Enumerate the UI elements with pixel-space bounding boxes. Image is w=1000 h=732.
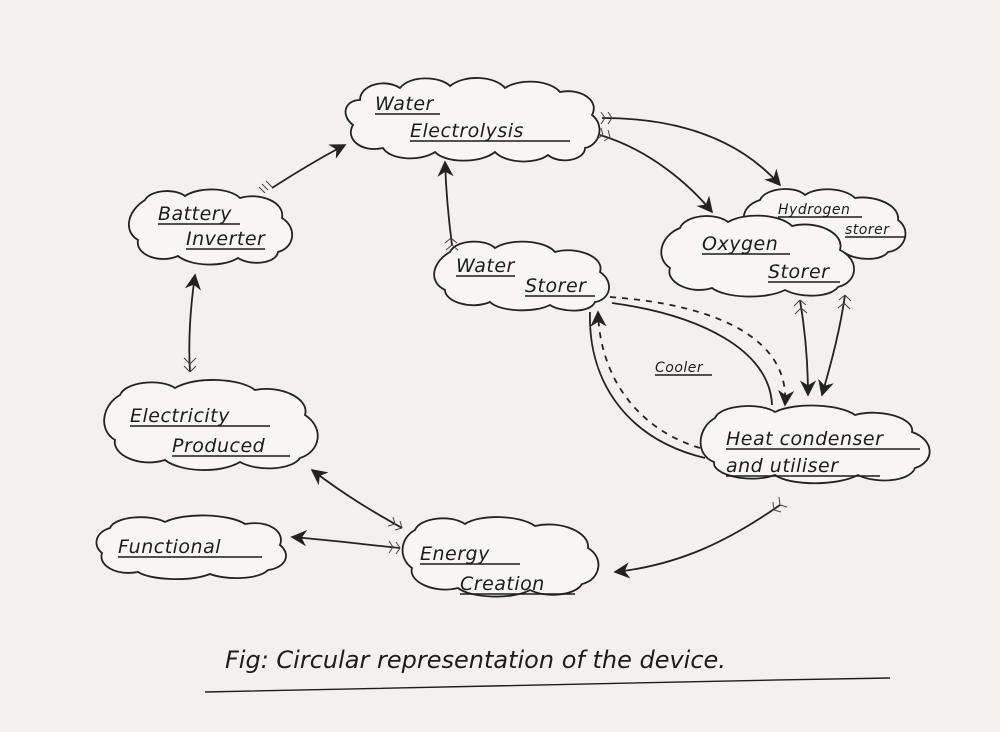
energy-creation-label-2: Creation — [460, 573, 545, 595]
battery-inverter-label-1: Battery — [158, 203, 232, 225]
arrow-feather — [388, 540, 401, 555]
arrow-feather — [444, 237, 459, 251]
figure-caption: Fig: Circular representation of the devi… — [225, 646, 726, 674]
arrow-electrolysis-to-hydrogen — [601, 117, 782, 187]
water-electrolysis-label-1: Water — [375, 93, 435, 115]
caption-underline — [204, 677, 891, 693]
arrow-feather — [772, 496, 788, 513]
arrow-energy-to-functional — [290, 530, 401, 549]
water-electrolysis-label-2: Electrolysis — [410, 120, 524, 142]
arrow-feather — [258, 180, 273, 194]
arrow-feather — [837, 294, 852, 310]
arrow-waterstorer-to-electrolysis — [437, 160, 454, 246]
arrow-energy-to-electricity — [310, 469, 403, 529]
arrow-feather — [793, 299, 808, 315]
arrow-feather — [596, 127, 611, 142]
arrow-cooler-return — [590, 310, 701, 449]
arrow-electrolysis-to-oxygen — [599, 134, 714, 214]
electricity-produced-label-2: Produced — [172, 435, 266, 457]
arrow-oxygen-to-heat — [799, 299, 817, 397]
heat-condenser-label-2: and utiliser — [726, 455, 839, 477]
heat-condenser-cloud — [699, 404, 931, 485]
water-storer-label-1: Water — [456, 255, 516, 277]
cooler-pipe-outer — [611, 302, 773, 406]
arrow-battery-to-electrolysis — [271, 144, 347, 189]
functional-cloud — [95, 514, 287, 580]
water-storer-cloud — [433, 240, 610, 312]
arrow-heat-to-energy — [613, 504, 781, 579]
battery-inverter-cloud — [128, 188, 293, 266]
arrow-electricity-to-battery — [184, 273, 201, 373]
functional-label: Functional — [118, 536, 221, 558]
oxygen-storer-cloud — [660, 214, 855, 298]
energy-creation-cloud — [401, 516, 600, 598]
cooler-pipe-inner — [589, 311, 706, 459]
arrow-feather — [600, 111, 613, 125]
heat-condenser-label-1: Heat condenser — [726, 428, 884, 450]
oxygen-storer-label-1: Oxygen — [702, 233, 778, 255]
arrow-cooler-out — [609, 296, 795, 407]
battery-inverter-label-2: Inverter — [186, 228, 266, 250]
arrow-hydrogen-to-heat — [818, 294, 846, 397]
hydrogen-storer-label-2: storer — [845, 222, 890, 238]
arrow-feather — [183, 357, 197, 373]
cooler-label: Cooler — [655, 360, 704, 376]
electricity-produced-label-1: Electricity — [130, 405, 230, 427]
oxygen-storer-label-2: Storer — [768, 261, 830, 283]
arrow-feather — [387, 516, 403, 531]
hydrogen-storer-label-1: Hydrogen — [778, 202, 850, 218]
water-storer-label-2: Storer — [525, 275, 587, 297]
energy-creation-label-1: Energy — [420, 543, 490, 565]
electricity-produced-cloud — [103, 379, 319, 471]
